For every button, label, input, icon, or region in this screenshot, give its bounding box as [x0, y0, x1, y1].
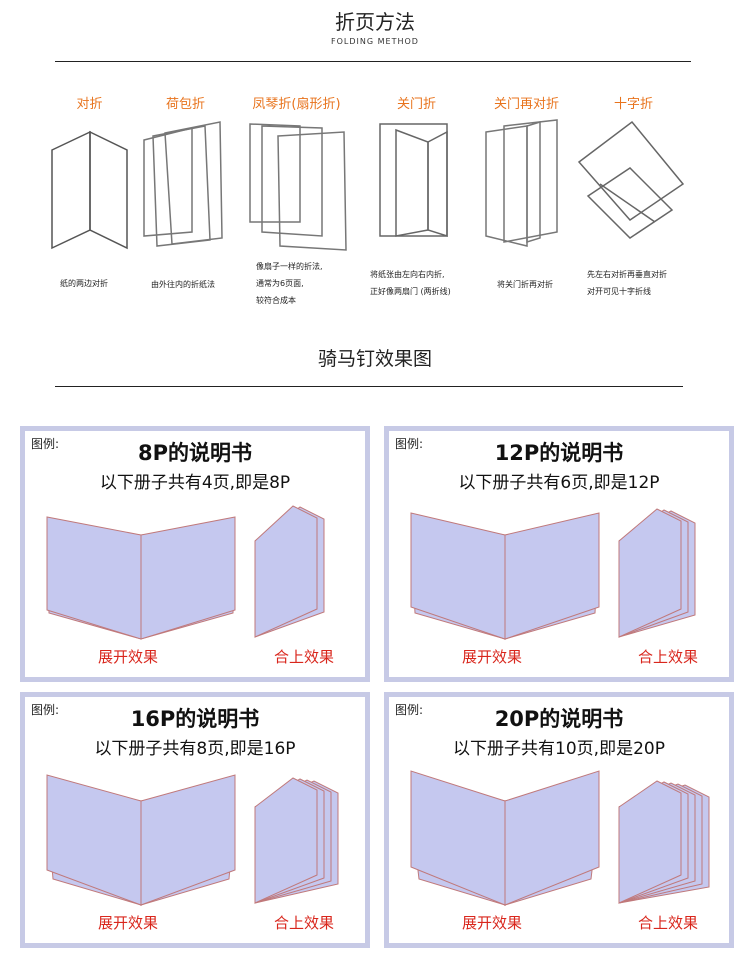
closed-page — [618, 508, 682, 638]
booklet-panel-16p: 图例: 16P的说明书 以下册子共有8页,即是16P 展开效果 合上效果 — [20, 692, 370, 948]
fold-illustration-half — [51, 130, 128, 250]
fold-desc-gate: 将纸张由左向右内折, 正好像两扇门 (两折线) — [370, 270, 451, 296]
booklet-illustration — [410, 770, 710, 906]
booklet-illustration — [46, 505, 325, 640]
example-label: 图例: — [395, 703, 424, 717]
open-page-left — [410, 770, 506, 906]
closed-page — [618, 780, 682, 904]
panel-title: 20P的说明书 — [494, 707, 624, 731]
section-title: 骑马钉效果图 — [317, 348, 432, 370]
open-page-right — [504, 770, 600, 906]
booklet-illustration — [410, 508, 696, 640]
panel-title: 16P的说明书 — [130, 707, 260, 731]
closed-effect-label: 合上效果 — [638, 914, 699, 932]
example-label: 图例: — [395, 437, 424, 451]
fold-illustration-pocket — [143, 121, 223, 247]
fold-desc-half: 纸的两边对折 — [60, 279, 108, 288]
example-label: 图例: — [31, 437, 60, 451]
header-divider — [55, 61, 691, 62]
closed-effect-label: 合上效果 — [274, 648, 335, 666]
open-effect-label: 展开效果 — [98, 648, 159, 666]
fold-label-double-gate: 关门再对折 — [493, 97, 559, 112]
open-page-right — [140, 516, 236, 640]
fold-illustrations — [51, 119, 685, 251]
page-subtitle: FOLDING METHOD — [331, 37, 419, 46]
booklet-illustration — [46, 774, 339, 906]
closed-page — [254, 777, 318, 904]
panel-subtitle: 以下册子共有8页,即是16P — [94, 739, 296, 759]
fold-illustration-cross — [577, 120, 685, 239]
fold-label-half: 对折 — [76, 97, 103, 112]
booklet-panel-8p: 图例: 8P的说明书 以下册子共有4页,即是8P 展开效果 合上效果 — [20, 426, 370, 682]
fold-label-accordion: 凤琴折(扇形折) — [252, 97, 341, 112]
fold-illustration-double-gate — [485, 119, 558, 247]
fold-label-cross: 十字折 — [613, 97, 653, 112]
page-title: 折页方法 — [335, 10, 415, 34]
fold-illustration-accordion — [249, 123, 347, 251]
open-page-right — [504, 512, 600, 640]
booklet-panel-12p: 图例: 12P的说明书 以下册子共有6页,即是12P 展开效果 合上效果 — [384, 426, 734, 682]
open-page-right — [140, 774, 236, 906]
open-page-left — [46, 516, 142, 640]
section-divider — [55, 386, 683, 387]
fold-label-pocket: 荷包折 — [165, 97, 205, 112]
example-label: 图例: — [31, 703, 60, 717]
fold-illustration-gate — [379, 123, 448, 238]
panel-title: 12P的说明书 — [494, 441, 624, 465]
open-page-left — [410, 512, 506, 640]
panel-subtitle: 以下册子共有10页,即是20P — [453, 739, 665, 759]
open-effect-label: 展开效果 — [462, 914, 523, 932]
fold-desc-cross: 先左右对折再垂直对折 对开可见十字折线 — [587, 270, 667, 296]
open-effect-label: 展开效果 — [98, 914, 159, 932]
panel-subtitle: 以下册子共有6页,即是12P — [458, 473, 660, 493]
panel-subtitle: 以下册子共有4页,即是8P — [99, 473, 291, 493]
open-page-left — [46, 774, 142, 906]
booklet-panel-20p: 图例: 20P的说明书 以下册子共有10页,即是20P 展开效果 合上效果 — [384, 692, 734, 948]
closed-effect-label: 合上效果 — [638, 648, 699, 666]
open-effect-label: 展开效果 — [462, 648, 523, 666]
fold-desc-double-gate: 将关门折再对折 — [497, 280, 553, 289]
fold-desc-accordion: 像扇子一样的折法, 通常为6页面, 较符合成本 — [256, 262, 323, 305]
fold-label-gate: 关门折 — [396, 97, 436, 112]
panel-title: 8P的说明书 — [137, 441, 252, 465]
fold-desc-pocket: 由外往内的折纸法 — [151, 280, 215, 289]
closed-effect-label: 合上效果 — [274, 914, 335, 932]
closed-page — [254, 505, 318, 638]
